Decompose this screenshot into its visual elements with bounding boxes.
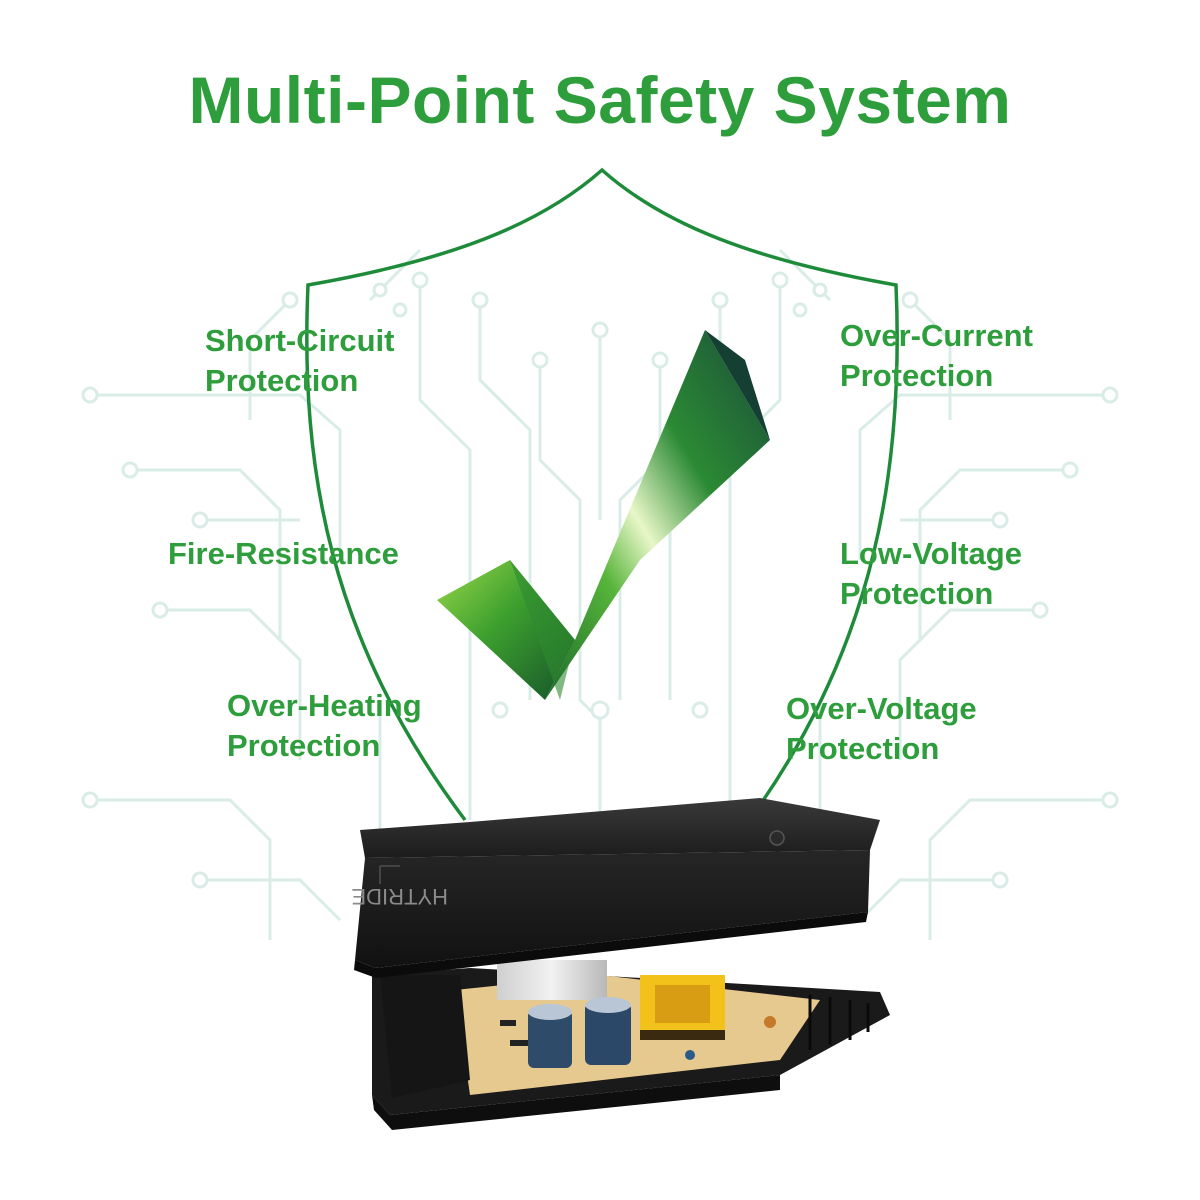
- feature-line1: Fire-Resistance: [168, 536, 399, 571]
- feature-line1: Over-Current: [840, 318, 1033, 353]
- feature-line2: Protection: [840, 358, 994, 393]
- led-indicator: [769, 830, 785, 846]
- feature-over-heating: Over-Heating Protection: [227, 686, 422, 766]
- feature-line2: Protection: [227, 728, 381, 763]
- page-title: Multi-Point Safety System: [188, 63, 1012, 137]
- feature-line1: Over-Voltage: [786, 691, 977, 726]
- feature-line2: Protection: [205, 363, 359, 398]
- feature-over-current: Over-Current Protection: [840, 316, 1033, 396]
- feature-line2: Protection: [786, 731, 940, 766]
- feature-short-circuit: Short-Circuit Protection: [205, 321, 394, 401]
- brand-mark: HYTRIDE: [351, 884, 448, 909]
- feature-fire-resistance: Fire-Resistance: [168, 534, 399, 574]
- feature-line1: Low-Voltage: [840, 536, 1022, 571]
- feature-low-voltage: Low-Voltage Protection: [840, 534, 1022, 614]
- feature-over-voltage: Over-Voltage Protection: [786, 689, 977, 769]
- feature-line2: Protection: [840, 576, 994, 611]
- feature-line1: Over-Heating: [227, 688, 422, 723]
- feature-line1: Short-Circuit: [205, 323, 395, 358]
- heatsink: [497, 960, 607, 1000]
